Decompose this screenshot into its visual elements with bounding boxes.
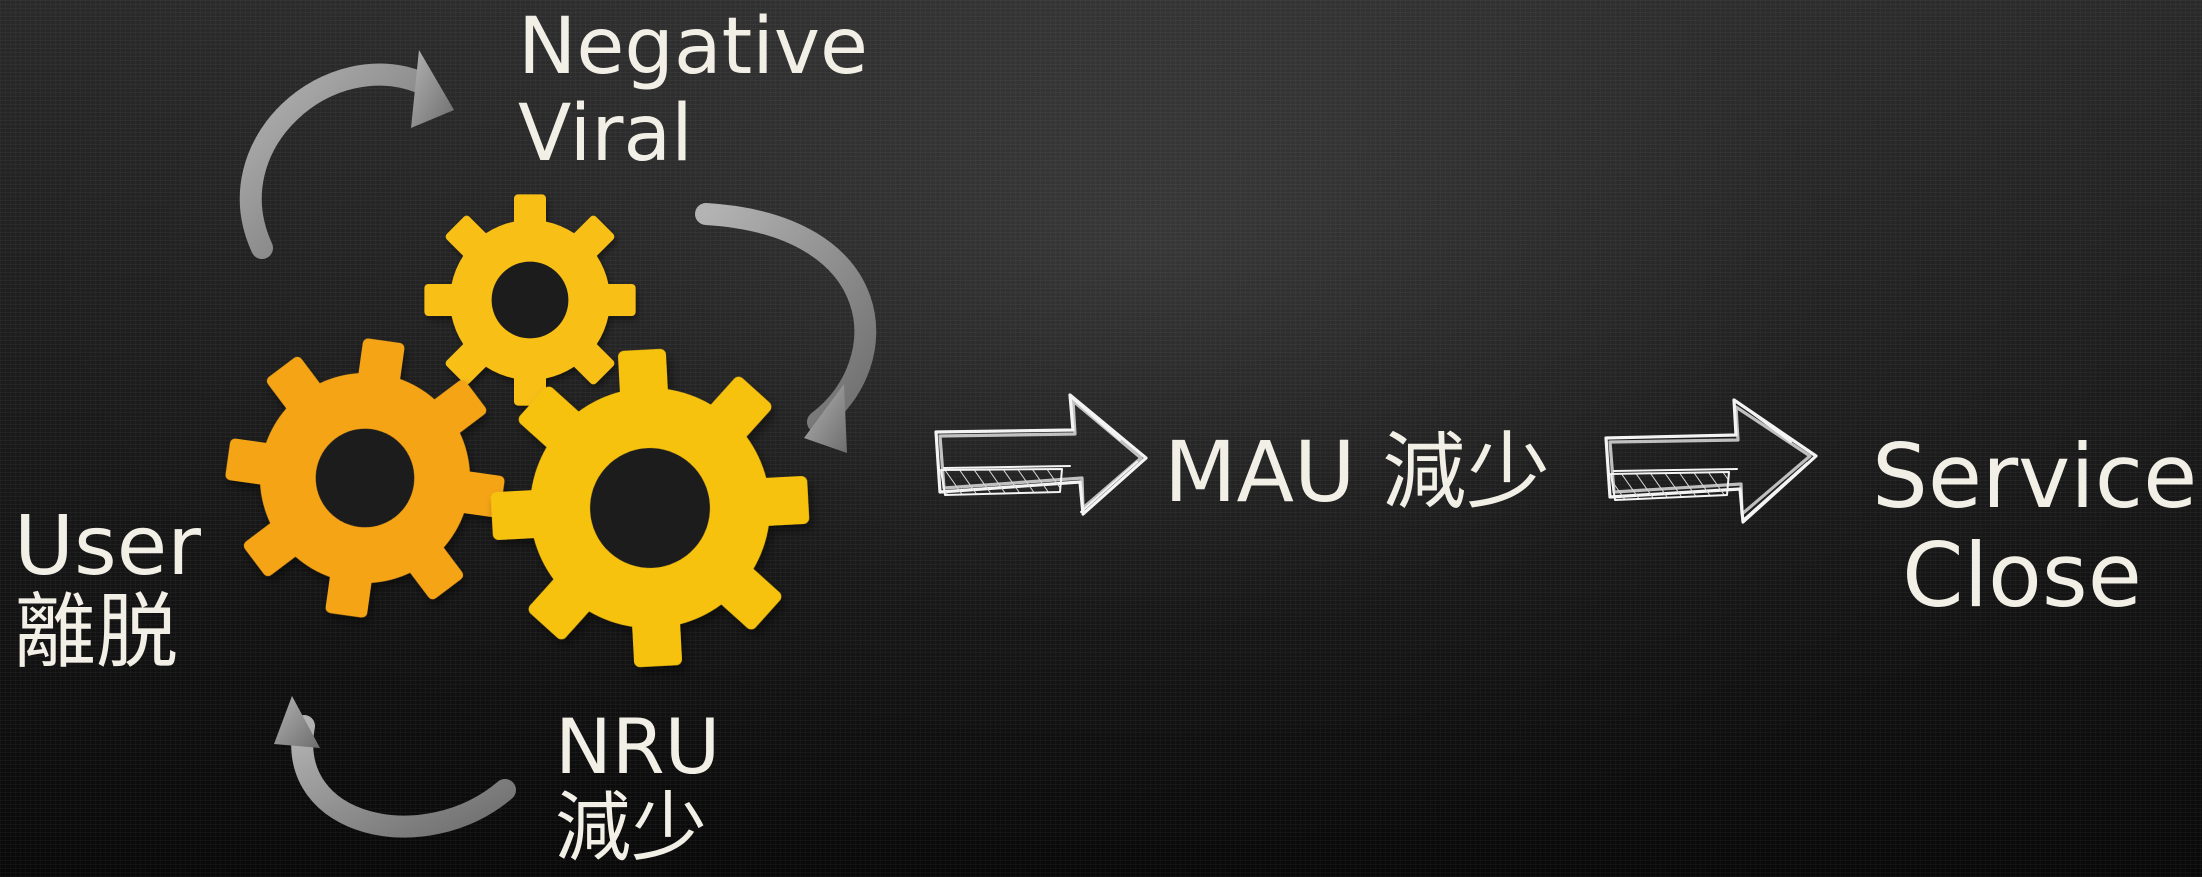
mau-decrease-label: MAU 減少 xyxy=(1164,423,1551,521)
negative-viral-label: Negative Viral xyxy=(518,2,869,180)
bottom-cycle-arrow xyxy=(274,696,516,838)
nru-decrease-label: NRU 減少 xyxy=(555,702,721,873)
large-right-gear-icon xyxy=(483,341,817,675)
second-sketch-arrow-icon xyxy=(1604,398,1818,524)
small-top-gear-icon xyxy=(424,194,636,406)
top-left-cycle-arrow xyxy=(239,50,454,259)
left-orange-gear-icon xyxy=(208,321,522,635)
service-close-label: Service Close xyxy=(1872,425,2198,627)
first-sketch-arrow-icon xyxy=(934,393,1148,516)
right-cycle-arrow xyxy=(695,203,877,453)
user-churn-label: User 離脱 xyxy=(14,499,201,681)
